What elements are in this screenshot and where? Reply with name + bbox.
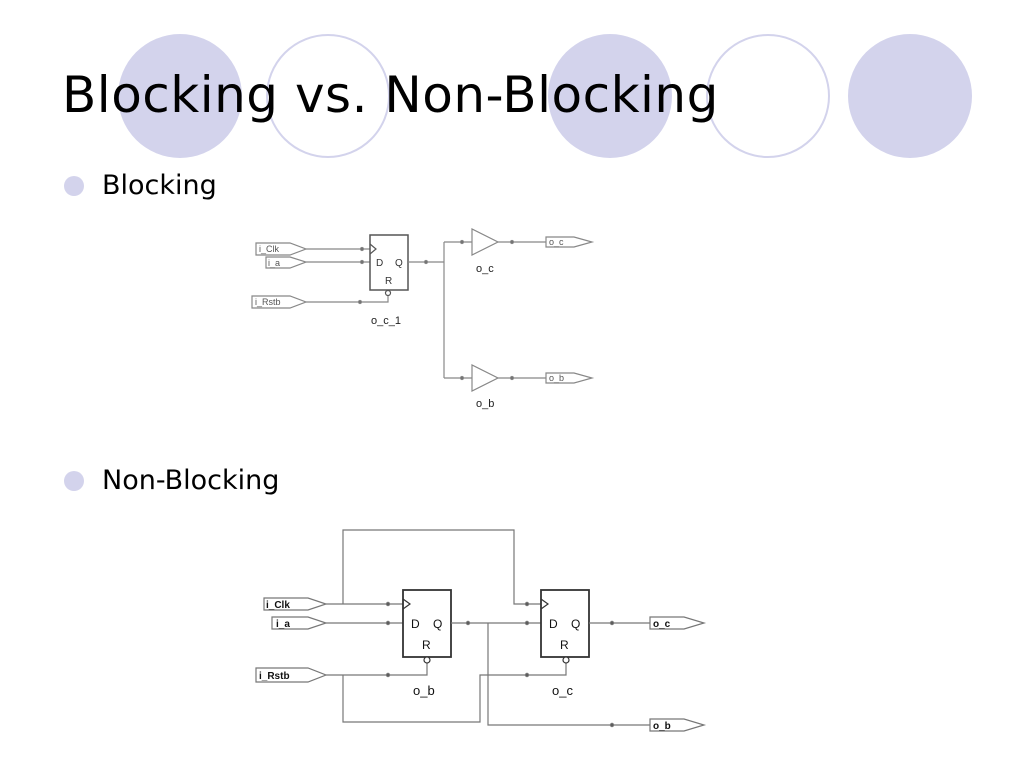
input-label: i_Clk bbox=[259, 244, 280, 254]
decor-circle-3 bbox=[548, 34, 672, 158]
blocking-ff-labels: D Q R bbox=[376, 258, 403, 287]
nonblocking-diagram bbox=[255, 529, 707, 732]
output-port-o-c bbox=[545, 236, 595, 248]
buffer-label: o_c bbox=[476, 263, 494, 275]
input-label: i_a bbox=[276, 619, 290, 630]
input-label: i_Rstb bbox=[259, 671, 290, 682]
flipflop-o-b bbox=[402, 589, 452, 658]
decor-circle-1 bbox=[118, 34, 242, 158]
output-label: o_c bbox=[653, 619, 671, 630]
ff-q-label: Q bbox=[433, 617, 442, 631]
flipflop-o-c-1 bbox=[369, 234, 409, 291]
decor-circle-4 bbox=[706, 34, 830, 158]
ff-r-label: R bbox=[385, 276, 392, 287]
bullet-dot-icon bbox=[64, 470, 84, 491]
decor-circle-5 bbox=[848, 34, 972, 158]
input-port-i-rstb bbox=[251, 295, 308, 309]
output-port-o-c bbox=[649, 616, 707, 630]
ff-d-label: D bbox=[376, 258, 383, 269]
bullet-blocking: Blocking bbox=[64, 170, 217, 201]
input-port-i-clk bbox=[255, 242, 308, 256]
ff-d-label: D bbox=[549, 617, 558, 631]
input-label: i_a bbox=[268, 258, 280, 268]
ff-r-label: R bbox=[560, 638, 569, 652]
buffer-o-c bbox=[471, 228, 500, 256]
blocking-instance-labels: o_c_1 o_c o_b bbox=[371, 263, 494, 410]
input-port-i-clk bbox=[263, 597, 328, 611]
output-label: o_c bbox=[549, 237, 564, 247]
input-label: i_Clk bbox=[266, 600, 290, 611]
bullet-label: Blocking bbox=[102, 170, 217, 201]
output-port-o-b bbox=[649, 718, 707, 732]
ff-r-label: R bbox=[422, 638, 431, 652]
output-label: o_b bbox=[653, 721, 671, 732]
slide-title: Blocking vs. Non-Blocking bbox=[62, 66, 719, 124]
buffer-label: o_b bbox=[476, 398, 494, 410]
ff-q-label: Q bbox=[395, 258, 403, 269]
buffer-o-b bbox=[471, 364, 500, 392]
ff-d-label: D bbox=[411, 617, 420, 631]
blocking-labels: i_Clk i_a i_Rstb o_c o_b bbox=[255, 237, 564, 383]
ff-instance-label: o_c_1 bbox=[371, 315, 401, 327]
output-port-o-b bbox=[545, 372, 595, 384]
nonblocking-labels: i_Clk i_a i_Rstb o_c o_b bbox=[259, 600, 671, 732]
blocking-diagram bbox=[251, 228, 595, 392]
ff-instance-label: o_b bbox=[413, 683, 435, 698]
input-port-i-a bbox=[271, 616, 328, 630]
nonblocking-ff-labels: D Q R D Q R bbox=[411, 617, 580, 652]
ff-instance-label: o_c bbox=[552, 683, 573, 698]
decor-circle-2 bbox=[266, 34, 390, 158]
output-label: o_b bbox=[549, 373, 564, 383]
bullet-dot-icon bbox=[64, 175, 84, 196]
input-port-i-a bbox=[265, 256, 308, 269]
ff-q-label: Q bbox=[571, 617, 580, 631]
nonblocking-instance-labels: o_b o_c bbox=[413, 683, 573, 698]
input-port-i-rstb bbox=[255, 667, 328, 683]
bullet-label: Non-Blocking bbox=[102, 465, 280, 496]
bullet-nonblocking: Non-Blocking bbox=[64, 465, 279, 496]
input-label: i_Rstb bbox=[255, 297, 281, 307]
